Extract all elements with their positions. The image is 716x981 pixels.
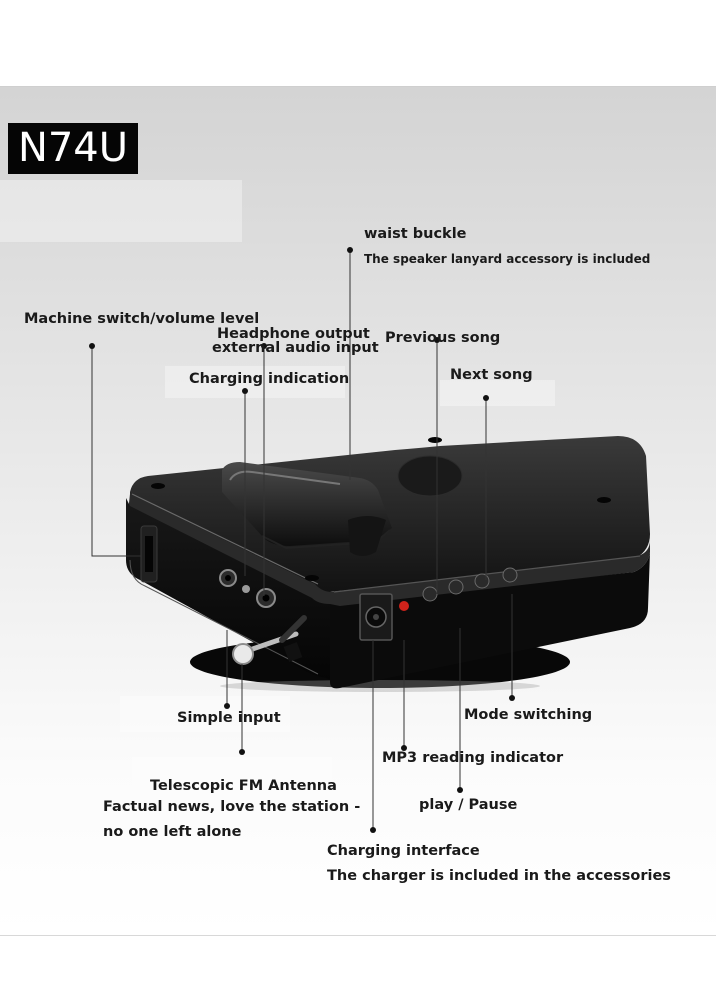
leader-dot	[89, 343, 95, 349]
audio-jacks	[219, 569, 276, 608]
leader-dot	[239, 749, 245, 755]
label-machine-switch: Machine switch/volume level	[24, 311, 260, 327]
charging-port	[359, 593, 393, 641]
label-mp3-indicator: MP3 reading indicator	[382, 750, 564, 766]
label-simple-input: Simple input	[177, 710, 281, 726]
label-backdrop	[165, 366, 345, 398]
label-mode-switching: Mode switching	[464, 707, 593, 723]
label-waist-buckle: waist buckle	[364, 226, 467, 242]
power-volume-switch	[140, 525, 158, 583]
fm-antenna	[232, 615, 307, 665]
label-fm-slogan-line1: Factual news, love the station -	[103, 799, 361, 815]
leader-dot	[347, 247, 353, 253]
leader-lines	[91, 250, 513, 830]
label-next-song: Next song	[450, 367, 533, 383]
leader-dot	[401, 745, 407, 751]
label-charging-indication: Charging indication	[189, 371, 350, 387]
label-charging-interface: Charging interface	[327, 843, 480, 859]
speaker-body	[126, 436, 650, 689]
label-previous-song: Previous song	[385, 330, 501, 346]
label-backdrop	[132, 757, 332, 785]
label-backdrop	[120, 696, 290, 732]
label-headphone-output: Headphone output	[217, 326, 370, 342]
label-backdrop	[440, 380, 555, 406]
label-lanyard-note: The speaker lanyard accessory is include…	[364, 252, 651, 266]
leader-dot	[483, 395, 489, 401]
model-badge: N74U	[8, 123, 138, 174]
label-fm-slogan-line2: no one left alone	[103, 824, 242, 840]
leader-dot	[224, 703, 230, 709]
label-play-pause: play / Pause	[419, 797, 518, 813]
control-buttons	[399, 567, 518, 611]
label-backdrop	[0, 180, 242, 242]
label-charger-note: The charger is included in the accessori…	[327, 868, 671, 884]
leader-dot	[242, 388, 248, 394]
leader-dot	[509, 695, 515, 701]
label-fm-antenna: Telescopic FM Antenna	[150, 778, 337, 794]
leader-dot	[457, 787, 463, 793]
leader-dot	[434, 337, 440, 343]
leader-dot	[370, 827, 376, 833]
leader-dot	[261, 343, 267, 349]
label-external-audio-input: external audio input	[212, 340, 379, 356]
